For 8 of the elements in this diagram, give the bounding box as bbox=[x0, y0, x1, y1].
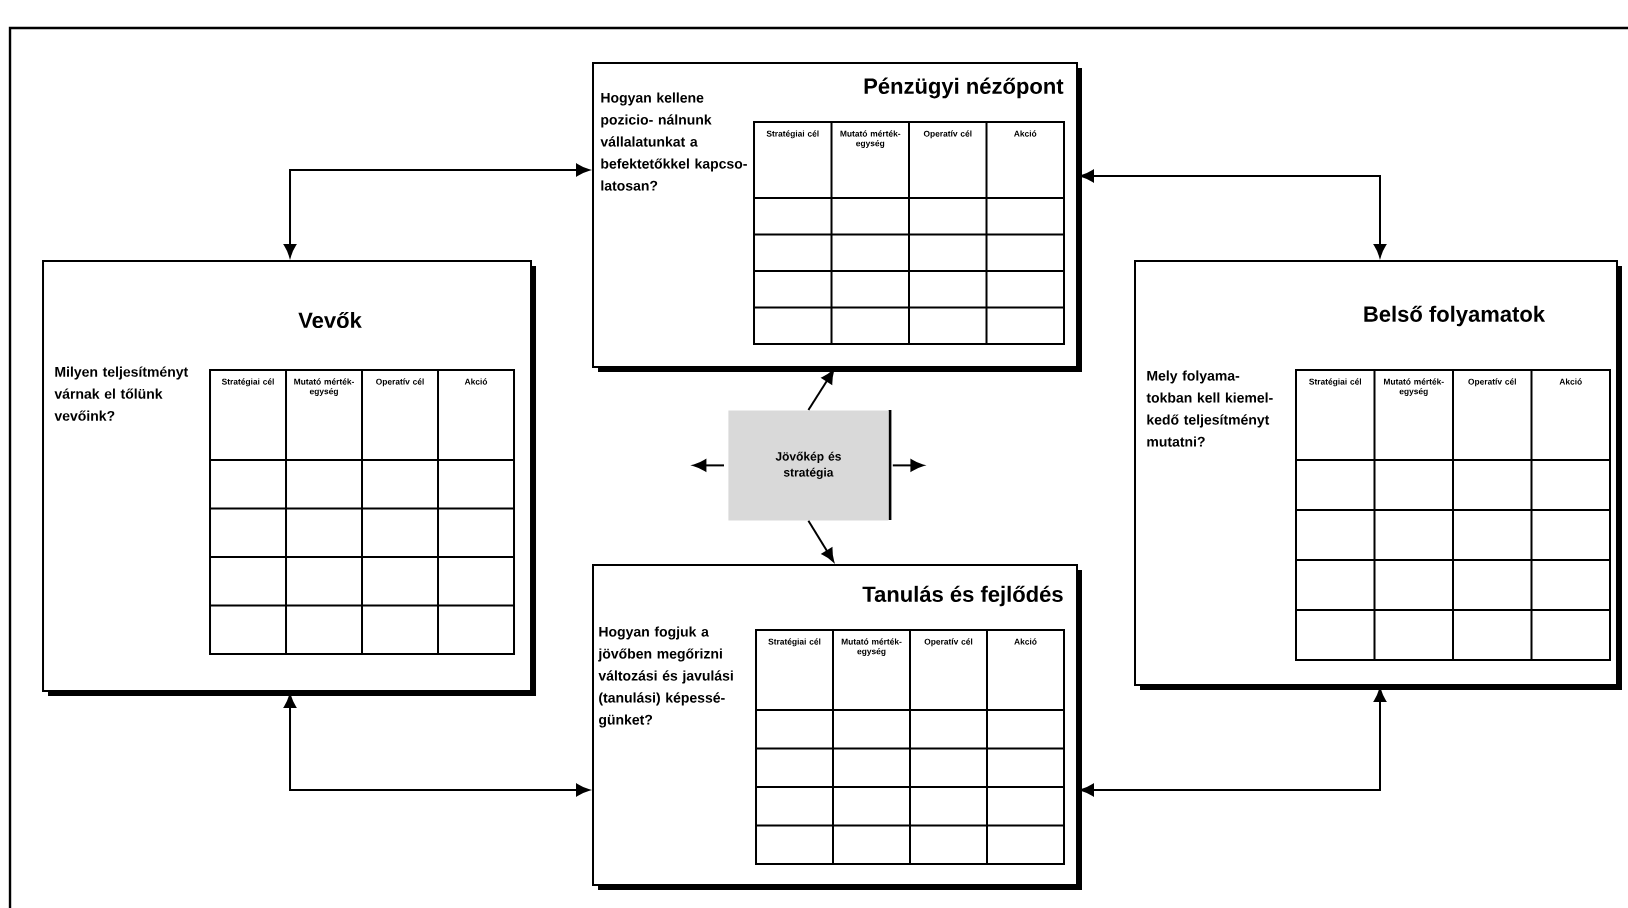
arrow bbox=[807, 519, 835, 562]
arrow bbox=[891, 459, 924, 472]
arrow bbox=[283, 694, 590, 797]
arrow bbox=[1080, 169, 1387, 258]
arrow bbox=[693, 459, 725, 472]
arrow bbox=[1080, 688, 1387, 797]
arrow bbox=[807, 370, 835, 411]
arrow bbox=[283, 163, 590, 258]
